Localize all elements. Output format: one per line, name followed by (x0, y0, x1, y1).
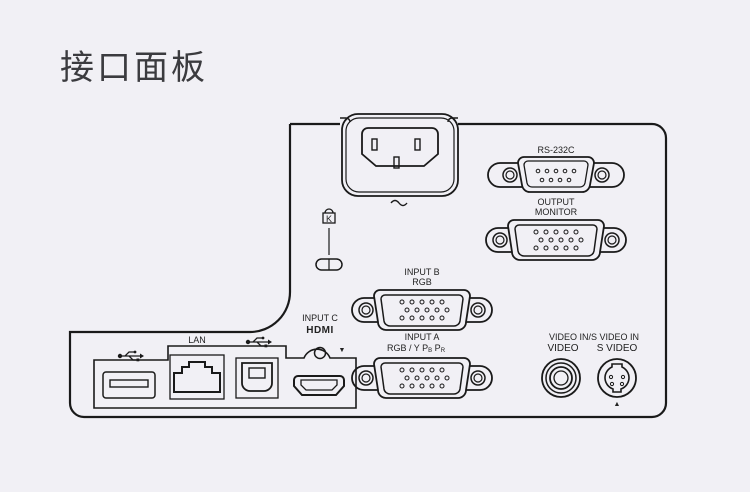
svideo-port[interactable] (597, 358, 637, 398)
input-a-port[interactable] (351, 357, 493, 399)
rs232c-port[interactable] (487, 156, 625, 193)
input-c-label: INPUT C (302, 313, 338, 323)
output-monitor-label-2: MONITOR (535, 207, 578, 217)
page-title: 接口面板 (60, 48, 208, 88)
output-monitor-label-1: OUTPUT (538, 197, 576, 207)
lan-label: LAN (188, 335, 206, 345)
input-a-label-2: RGB / Y PB PR (387, 343, 446, 354)
rs232c-label: RS-232C (537, 145, 575, 155)
security-slot-icon[interactable] (315, 258, 343, 271)
ac-inlet-icon (340, 113, 459, 197)
svideo-marker: ▲ (614, 401, 621, 408)
kensington-label: K (326, 214, 332, 224)
input-c-marker: ▼ (339, 347, 346, 354)
hdmi-screw-icon (313, 346, 327, 360)
input-b-label-1: INPUT B (404, 267, 439, 277)
lan-port[interactable] (169, 354, 225, 400)
input-b-label-2: RGB (412, 277, 432, 287)
panel-outline (68, 122, 668, 419)
hdmi-port[interactable] (293, 375, 345, 396)
ac-symbol-icon (390, 199, 408, 207)
input-b-port[interactable] (351, 289, 493, 331)
kensington-lock-icon: K (322, 208, 336, 255)
usb-b-port[interactable] (235, 357, 279, 399)
input-a-label-1: INPUT A (405, 332, 440, 342)
output-monitor-port[interactable] (485, 219, 627, 261)
video-label: VIDEO (547, 343, 578, 354)
usb-a-port[interactable] (102, 371, 156, 399)
hdmi-logo: HDMI (306, 325, 334, 336)
video-header-label: VIDEO IN/S VIDEO IN (549, 332, 639, 342)
video-rca-port[interactable] (541, 358, 581, 398)
svideo-label: S VIDEO (597, 343, 638, 354)
